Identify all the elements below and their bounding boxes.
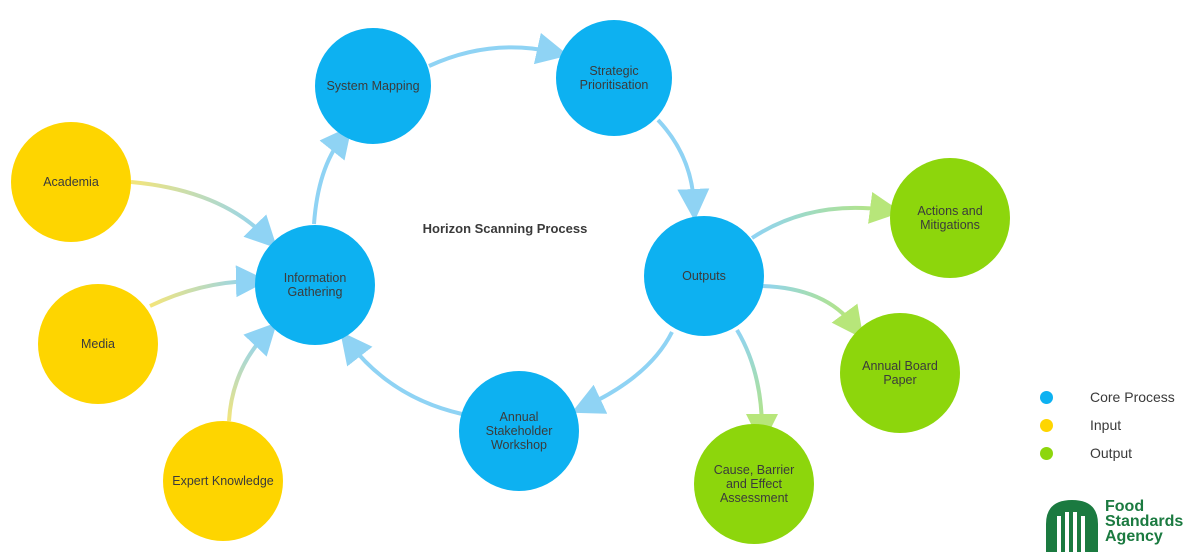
legend-label: Core Process [1090, 389, 1175, 405]
logo-line-standards: Standards [1105, 513, 1184, 530]
legend-label: Input [1090, 417, 1122, 433]
legend-dot-input [1040, 418, 1053, 432]
fsa-emblem-icon [1046, 500, 1098, 552]
node-label: Annual Board Paper [862, 359, 938, 387]
arrow-info-to-system [312, 125, 352, 225]
logo-line-food: Food [1105, 498, 1145, 515]
arrow-workshop-to-info [340, 331, 463, 416]
node-annual-stakeholder-workshop: Annual Stakeholder Workshop [459, 371, 579, 491]
logo-line-agency: Agency [1105, 528, 1163, 545]
arrow-media-to-info [149, 265, 268, 308]
arrow-strategic-to-outputs [656, 118, 710, 221]
node-label: Actions and Mitigations [917, 204, 983, 232]
arrow-outputs-to-actions [750, 192, 902, 240]
node-information-gathering: Information Gathering [255, 225, 375, 345]
arrow-outputs-to-cause [735, 328, 778, 446]
arrow-system-to-strategic [428, 32, 569, 68]
node-label: Outputs [682, 269, 726, 283]
legend: Core Process Input Output [1040, 383, 1175, 467]
node-expert-knowledge: Expert Knowledge [163, 421, 283, 541]
node-label: Media [80, 337, 116, 351]
node-label: Information Gathering [283, 271, 347, 299]
legend-label: Output [1090, 445, 1133, 461]
legend-dot-core [1040, 390, 1053, 404]
node-cause-barrier-effect-assessment: Cause, Barrier and Effect Assessment [694, 424, 814, 544]
node-system-mapping: System Mapping [315, 28, 431, 144]
legend-dot-output [1040, 446, 1053, 460]
node-actions-and-mitigations: Actions and Mitigations [890, 158, 1010, 278]
node-label: System Mapping [326, 79, 420, 93]
arrow-academia-to-info [130, 180, 278, 249]
node-label: Expert Knowledge [172, 474, 274, 488]
legend-item-input: Input [1040, 411, 1175, 439]
legend-item-core-process: Core Process [1040, 383, 1175, 411]
node-academia: Academia [11, 122, 131, 242]
node-label: Academia [43, 175, 99, 189]
node-strategic-prioritisation: Strategic Prioritisation [556, 20, 672, 136]
arrow-outputs-to-board [761, 284, 864, 339]
node-annual-board-paper: Annual Board Paper [840, 313, 960, 433]
node-media: Media [38, 284, 158, 404]
diagram-title: Horizon Scanning Process [422, 221, 588, 236]
node-label: Annual Stakeholder Workshop [485, 410, 553, 452]
fsa-wordmark: Food Standards Agency [1105, 498, 1184, 545]
node-outputs: Outputs [644, 216, 764, 336]
fsa-logo: Food Standards Agency [1040, 496, 1189, 552]
legend-item-output: Output [1040, 439, 1175, 467]
node-label: Strategic Prioritisation [579, 64, 649, 92]
arrow-expert-to-info [227, 322, 277, 422]
node-label: Cause, Barrier and Effect Assessment [713, 463, 795, 505]
arrow-outputs-to-workshop [571, 331, 674, 414]
